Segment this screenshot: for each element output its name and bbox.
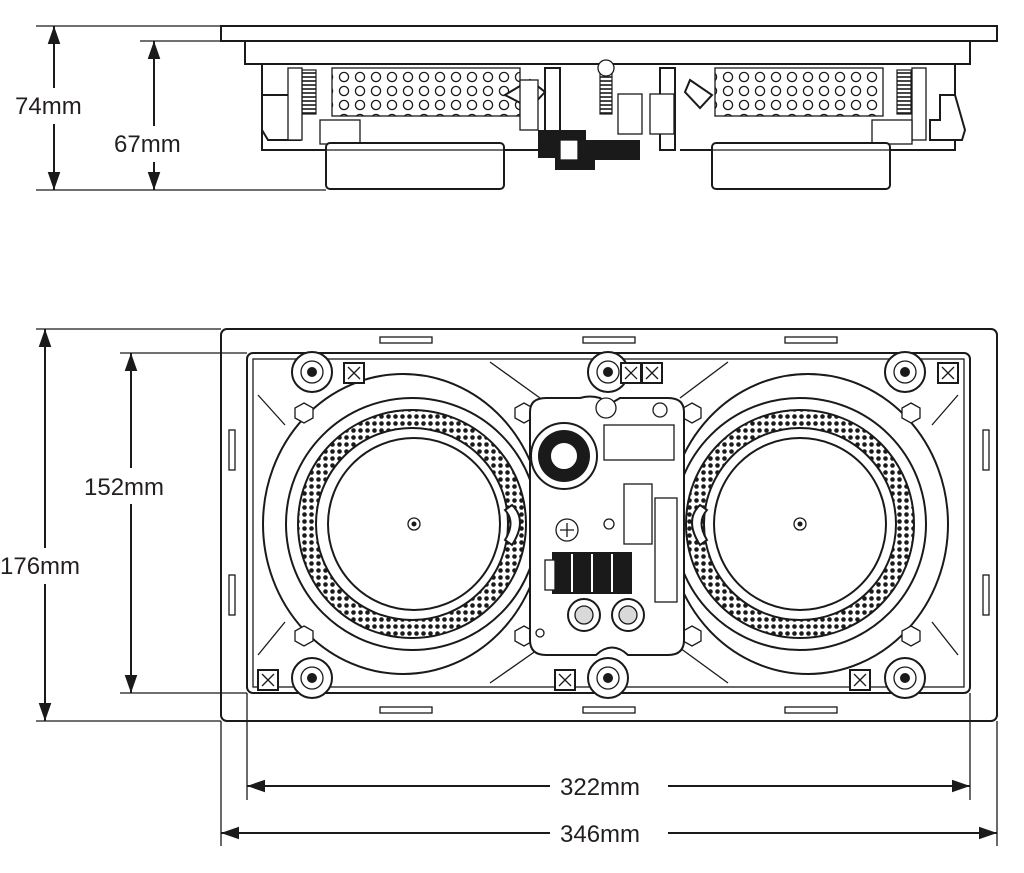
clamp-screws (257, 362, 959, 691)
side-view (36, 25, 998, 191)
front-cutout-height-label: 152mm (84, 474, 164, 501)
crossover-board (529, 395, 685, 656)
right-driver (667, 373, 949, 675)
side-mount-depth-label: 67mm (114, 131, 181, 158)
front-total-height-label: 176mm (0, 553, 80, 580)
left-driver (262, 373, 544, 675)
front-view (36, 328, 998, 846)
side-total-depth-label: 74mm (15, 93, 82, 120)
front-cutout-width-label: 322mm (560, 774, 640, 801)
mount-knobs (291, 351, 926, 699)
front-total-width-label: 346mm (560, 821, 640, 848)
